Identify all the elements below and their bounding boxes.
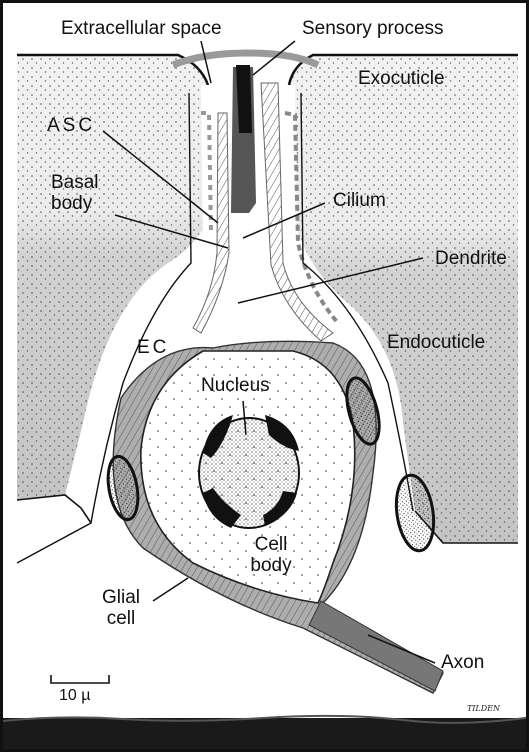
- label-ec: EC: [137, 338, 169, 359]
- label-sensory-process: Sensory process: [302, 19, 444, 40]
- label-exocuticle: Exocuticle: [358, 69, 445, 90]
- label-cell-body: Cell body: [241, 535, 301, 576]
- label-basal-body: Basal body: [51, 173, 121, 214]
- label-axon: Axon: [441, 653, 484, 674]
- axon: [309, 601, 443, 691]
- label-dendrite: Dendrite: [435, 249, 507, 270]
- label-cilium: Cilium: [333, 191, 386, 212]
- label-nucleus: Nucleus: [201, 376, 270, 397]
- scale-bar: [51, 675, 109, 683]
- label-extracellular-space: Extracellular space: [61, 19, 222, 40]
- label-glial-cell: Glial cell: [91, 588, 151, 629]
- artist-signature: TILDEN: [467, 704, 500, 713]
- label-asc: ASC: [47, 116, 95, 137]
- label-endocuticle: Endocuticle: [387, 333, 485, 354]
- label-scale-bar: 10 µ: [59, 687, 90, 704]
